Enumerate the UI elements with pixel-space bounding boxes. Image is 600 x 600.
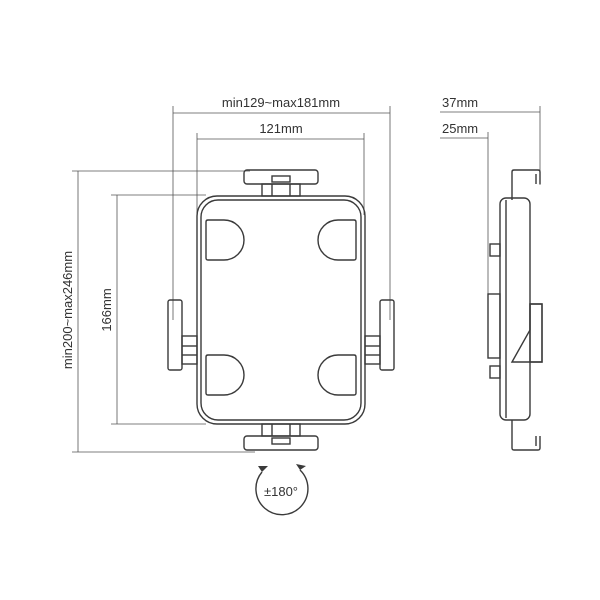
right-side-clamp xyxy=(364,299,395,371)
dimension-outer-height: min200~max246mm xyxy=(60,170,255,453)
bottom-clamp xyxy=(243,423,319,451)
outer-width-label: min129~max181mm xyxy=(222,95,340,110)
inner-height-label: 166mm xyxy=(99,288,114,331)
dimension-depth-total: 37mm xyxy=(440,95,541,185)
top-clamp xyxy=(243,169,319,197)
rotation-arrow-icon xyxy=(258,466,268,472)
front-view xyxy=(167,169,395,451)
dimension-outer-width: min129~max181mm xyxy=(172,95,391,320)
outer-frame xyxy=(196,195,366,425)
corner-pads xyxy=(205,219,357,396)
rotation-indicator: ±180° xyxy=(255,464,309,516)
inner-width-label: 121mm xyxy=(259,121,302,136)
outer-height-label: min200~max246mm xyxy=(60,251,75,369)
dimension-inner-height: 166mm xyxy=(99,194,206,425)
dimension-depth-body: 25mm xyxy=(440,121,489,330)
dimension-inner-width: 121mm xyxy=(196,121,365,215)
rotation-label: ±180° xyxy=(264,484,298,499)
left-side-clamp xyxy=(167,299,198,371)
depth-total-label: 37mm xyxy=(442,95,478,110)
depth-body-label: 25mm xyxy=(442,121,478,136)
rotation-arrow-icon xyxy=(296,464,306,470)
inner-frame xyxy=(200,199,362,421)
side-view xyxy=(487,169,543,451)
